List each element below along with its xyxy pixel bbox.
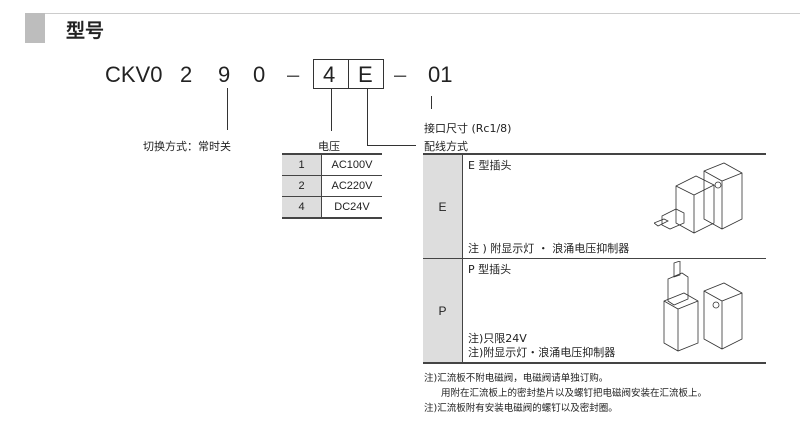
wiring-note: 注 ) 附显示灯 ・ 浪涌电压抑制器 — [468, 242, 630, 255]
model-dash-1: – — [287, 62, 300, 87]
voltage-code: 4 — [323, 62, 336, 87]
wiring-note: 注)附显示灯・浪涌电压抑制器 — [468, 346, 616, 359]
table-row: E E 型插头 注 ) 附显示灯 ・ 浪涌电压抑制器 — [423, 153, 766, 259]
wiring-code-cell: P — [423, 258, 463, 364]
voltage-code-cell: 1 — [282, 153, 322, 176]
model-prefix: CKV0 — [105, 62, 163, 87]
page-title: 型号 — [66, 20, 105, 42]
switching-label: 切换方式：常时关 — [143, 140, 231, 153]
port-size-label: 接口尺寸 (Rc1/8) — [424, 122, 512, 135]
voltage-code-cell: 2 — [282, 175, 322, 197]
wiring-code: E — [358, 62, 373, 87]
footnote: 注)汇流板附有安装电磁阀的螺钉以及密封圈。 — [424, 403, 618, 414]
wiring-label: 配线方式 — [424, 140, 468, 153]
model-dash-2: – — [394, 62, 407, 87]
wiring-title: P 型插头 — [468, 263, 512, 276]
wiring-table: E E 型插头 注 ) 附显示灯 ・ 浪涌电压抑制器 P P 型插头 注)只限2… — [423, 153, 766, 364]
e-plug-valve-illustration — [654, 162, 743, 234]
voltage-label: 电压 — [318, 140, 340, 153]
voltage-code-cell: 4 — [282, 196, 322, 219]
model-digit-2: 9 — [218, 62, 231, 87]
leader-line — [367, 145, 416, 146]
header-marker — [25, 13, 45, 43]
voltage-value-cell: DC24V — [321, 196, 382, 219]
footnote: 注)汇流板不附电磁阀，电磁阀请单独订购。 — [424, 373, 609, 384]
header-rule — [25, 13, 800, 14]
wiring-note: 注)只限24V — [468, 332, 527, 345]
voltage-value-cell: AC220V — [321, 175, 382, 197]
wiring-code-cell: E — [423, 153, 463, 259]
model-digit-1: 2 — [180, 62, 193, 87]
model-digit-3: 0 — [253, 62, 266, 87]
leader-line — [227, 88, 228, 130]
leader-line — [431, 96, 432, 109]
voltage-value-cell: AC100V — [321, 153, 382, 176]
footnote: 用附在汇流板上的密封垫片以及螺钉把电磁阀安装在汇流板上。 — [441, 388, 708, 399]
p-plug-valve-illustration — [663, 261, 743, 352]
wiring-title: E 型插头 — [468, 159, 512, 172]
leader-line — [331, 88, 332, 131]
leader-line — [367, 88, 368, 145]
wiring-code-box — [348, 59, 384, 89]
port-code: 01 — [428, 62, 453, 87]
